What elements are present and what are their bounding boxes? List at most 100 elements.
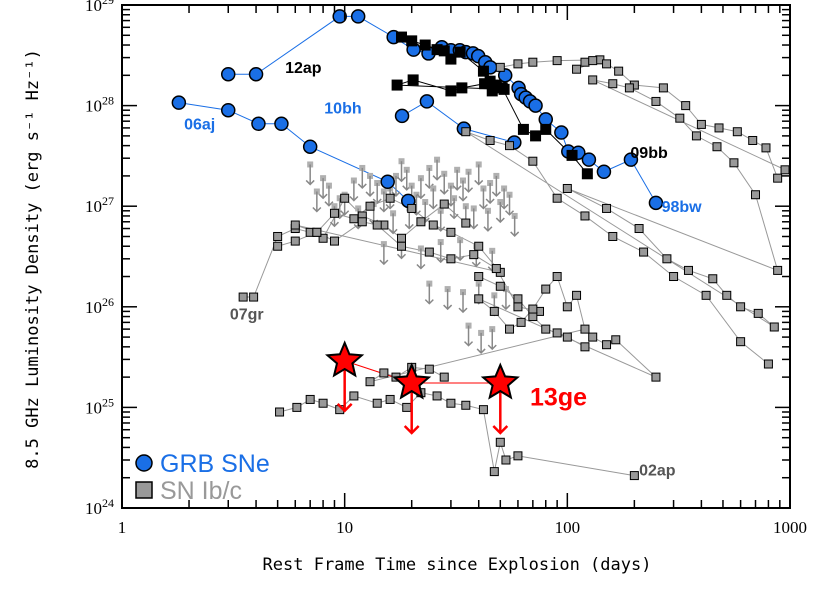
y-tick-label: 1026 bbox=[85, 295, 114, 317]
sn-ibc-point bbox=[696, 119, 706, 129]
sn-ibc-point bbox=[340, 193, 350, 203]
sn-ibc-point bbox=[432, 391, 442, 401]
sn-ibc-point bbox=[365, 377, 375, 387]
sn-ibc-point bbox=[474, 241, 484, 251]
sn-ibc-point bbox=[446, 398, 456, 408]
sn-ibc-point bbox=[445, 85, 457, 97]
sn-ibc-point bbox=[495, 281, 505, 291]
y-tick-label: 1028 bbox=[85, 94, 114, 116]
y-tick-label: 1027 bbox=[85, 194, 114, 216]
gray-limit-arrow bbox=[416, 248, 426, 270]
gray-limit-arrow bbox=[439, 173, 449, 195]
sn-ibc-point bbox=[662, 254, 672, 264]
gray-limit-arrow-head bbox=[379, 206, 389, 213]
gray-limit-arrow bbox=[379, 244, 389, 266]
legend-marker-ibc bbox=[135, 481, 153, 499]
sn-ibc-point bbox=[588, 56, 598, 66]
x-tick-label: 1 bbox=[118, 518, 127, 537]
gray-limit-arrow-head bbox=[396, 176, 407, 183]
sn-ibc-point bbox=[489, 306, 499, 316]
sn-ibc-point bbox=[446, 227, 456, 237]
sn13ge-arrow-head bbox=[336, 402, 353, 413]
gray-limit-arrow-head bbox=[416, 263, 426, 270]
grb-sn-point bbox=[332, 9, 347, 24]
y-axis-title: 8.5 GHz Luminosity Density (erg s⁻¹ Hz⁻¹… bbox=[23, 49, 43, 469]
grb-sn-point bbox=[220, 102, 236, 118]
sn-ibc-point bbox=[552, 272, 562, 282]
sn-ibc-point bbox=[407, 203, 417, 213]
sn-ibc-point bbox=[438, 45, 450, 57]
gray-limit-arrow-head bbox=[432, 175, 442, 181]
grb-sn-point bbox=[554, 125, 569, 140]
gray-limit-arrow bbox=[495, 202, 505, 224]
y-tick-label: 1029 bbox=[85, 0, 114, 15]
gray-limit-arrow bbox=[476, 332, 486, 354]
gray-limit-arrow bbox=[357, 167, 367, 190]
sn-ibc-point bbox=[495, 62, 505, 72]
sn-ibc-point bbox=[431, 44, 443, 56]
gray-limit-arrow bbox=[478, 188, 488, 210]
sn-ibc-point bbox=[651, 96, 661, 106]
grb-sn-point bbox=[581, 152, 597, 167]
sn-ibc-point bbox=[588, 332, 598, 342]
gray-limit-arrow bbox=[424, 283, 434, 305]
sn13ge-star bbox=[325, 340, 365, 378]
grb-sn-point bbox=[497, 68, 513, 83]
axis-ticks bbox=[121, 5, 791, 509]
grb-sn-point bbox=[302, 139, 318, 154]
gray-limit-arrow bbox=[504, 194, 515, 216]
gray-limit-arrow-head bbox=[476, 348, 486, 354]
sn-ibc-point bbox=[397, 241, 407, 251]
gray-limit-arrow bbox=[391, 175, 401, 197]
annotation-10bh: 10bh bbox=[324, 101, 361, 118]
sn-ibc-point bbox=[461, 400, 471, 410]
grb-sn-point bbox=[623, 152, 639, 167]
sn-ibc-point bbox=[611, 335, 621, 345]
sn-ibc-point bbox=[658, 83, 668, 93]
sn-ibc-point bbox=[513, 302, 523, 312]
sn-ibc-point bbox=[407, 74, 419, 86]
gray-limit-arrow bbox=[372, 183, 382, 205]
sn-ibc-point bbox=[428, 220, 438, 230]
annotation-13ge: 13ge bbox=[530, 383, 587, 411]
sn-ibc-point bbox=[528, 312, 538, 322]
sn-ibc-point bbox=[552, 56, 562, 66]
y-tick-label: 1025 bbox=[85, 395, 114, 417]
sn-ibc-point bbox=[763, 359, 773, 369]
gray-limit-arrow-head bbox=[474, 179, 484, 186]
gray-limit-arrow-head bbox=[449, 213, 459, 220]
gray-limit-arrow-head bbox=[452, 185, 462, 191]
grb-sn-point bbox=[274, 116, 289, 132]
gray-limit-arrow-head bbox=[483, 226, 493, 232]
sn-ibc-point bbox=[365, 201, 375, 211]
sn-ibc-point bbox=[469, 250, 479, 260]
sn-ibc-point bbox=[736, 337, 746, 347]
gray-limit-arrow-head bbox=[455, 255, 465, 262]
gray-limit-arrow-head bbox=[504, 210, 515, 216]
gray-limit-arrow-head bbox=[404, 223, 414, 230]
sn-ibc-point bbox=[474, 272, 484, 282]
sn-ibc-point bbox=[238, 292, 248, 302]
plot-border bbox=[121, 4, 791, 509]
sn-ibc-point bbox=[669, 272, 679, 282]
gray-limit-arrow-head bbox=[312, 206, 322, 213]
sn-ibc-point bbox=[580, 342, 590, 352]
sn-ibc-point bbox=[445, 53, 457, 65]
sn-ibc-point bbox=[273, 241, 283, 251]
gray-limit-arrow bbox=[379, 191, 389, 213]
sn-ibc-point bbox=[634, 224, 644, 234]
gray-limit-arrow-head bbox=[464, 341, 474, 347]
gray-limit-arrow bbox=[474, 164, 484, 186]
sn-ibc-point bbox=[379, 368, 389, 378]
gray-limit-arrow bbox=[312, 191, 322, 213]
sn-ibc-point bbox=[479, 78, 491, 90]
upper-limit-arrows bbox=[305, 156, 520, 354]
gray-limit-arrow bbox=[464, 325, 474, 347]
sn-ibc-point bbox=[290, 220, 300, 230]
gray-limit-arrow-head bbox=[495, 217, 505, 224]
sn-ibc-point bbox=[580, 57, 590, 67]
grb-sn-point bbox=[220, 66, 236, 82]
sn-ibc-point bbox=[681, 101, 691, 111]
sn-ibc-point bbox=[349, 214, 359, 224]
